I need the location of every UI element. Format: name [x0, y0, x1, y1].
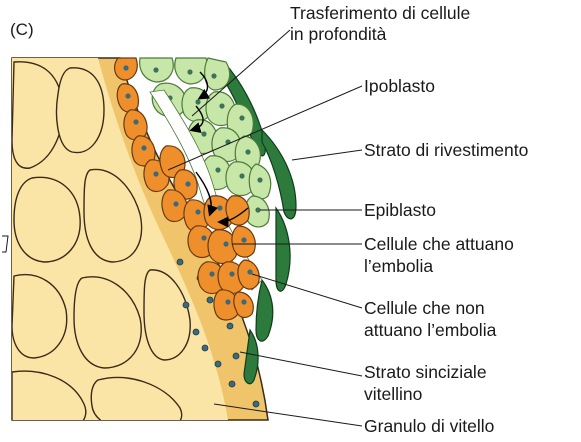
label-involuting-line1: Cellule che attuano [364, 234, 514, 255]
label-ysl-line2: vitellino [364, 384, 422, 405]
label-ysl-line1: Strato sinciziale [364, 362, 487, 383]
label-enveloping-layer: Strato di rivestimento [364, 140, 528, 161]
label-noninvoluting-line2: attuano l’embolia [364, 320, 496, 341]
label-epiblast: Epiblasto [364, 200, 436, 221]
label-noninvoluting-line1: Cellule che non [364, 298, 485, 319]
label-transfer-line2: in profondità [290, 24, 386, 45]
panel-label: (C) [10, 20, 34, 40]
label-transfer-line1: Trasferimento di cellule [290, 3, 470, 24]
label-hypoblast: Ipoblasto [364, 76, 435, 97]
edge-mark [2, 236, 8, 252]
label-yolk-granule: Granulo di vitello [364, 416, 494, 437]
label-involuting-line2: l’embolia [364, 256, 433, 277]
